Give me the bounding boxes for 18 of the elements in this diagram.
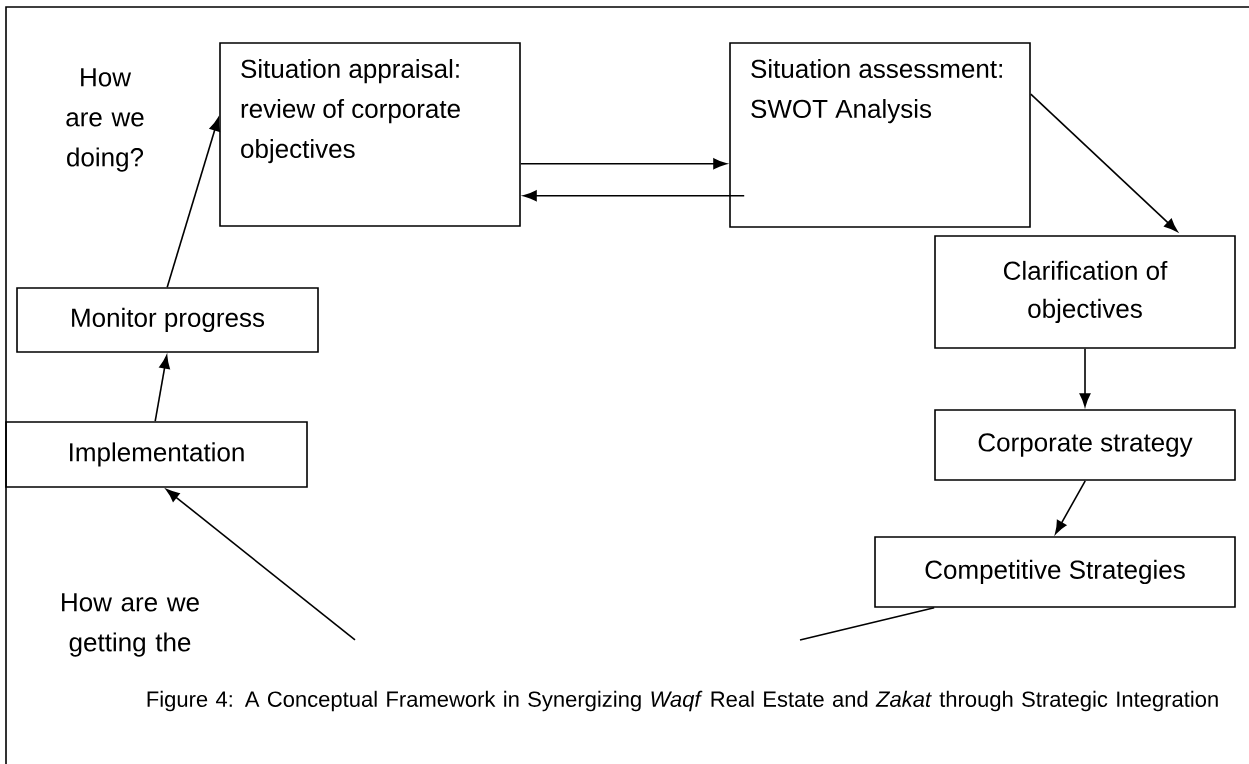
arrow xyxy=(154,355,170,422)
arrow xyxy=(1079,348,1091,407)
question-text: How are we getting the xyxy=(62,593,199,657)
arrow xyxy=(166,117,220,288)
figure-caption: Figure 4: A Conceptual Framework in Synergizing Waqf Real Estate and Zakat through Strategic Integration xyxy=(147,690,1218,712)
process-box: Situation assessment: SWOT Analysis xyxy=(729,42,1031,228)
process-box: Clarification of objectives xyxy=(934,235,1236,349)
process-box: Corporate strategy xyxy=(934,409,1236,481)
process-box: Implementation xyxy=(5,421,308,488)
process-box: Situation appraisal: review of corporate objectives xyxy=(219,42,521,227)
arrow xyxy=(166,489,356,641)
arrow xyxy=(1055,480,1086,535)
process-box: Competitive Strategies xyxy=(874,536,1236,608)
arrow xyxy=(523,190,745,202)
arrow xyxy=(1030,93,1178,232)
question-text: How are we doing? xyxy=(66,68,144,172)
arrow xyxy=(520,158,727,170)
process-box: Monitor progress xyxy=(16,287,319,353)
